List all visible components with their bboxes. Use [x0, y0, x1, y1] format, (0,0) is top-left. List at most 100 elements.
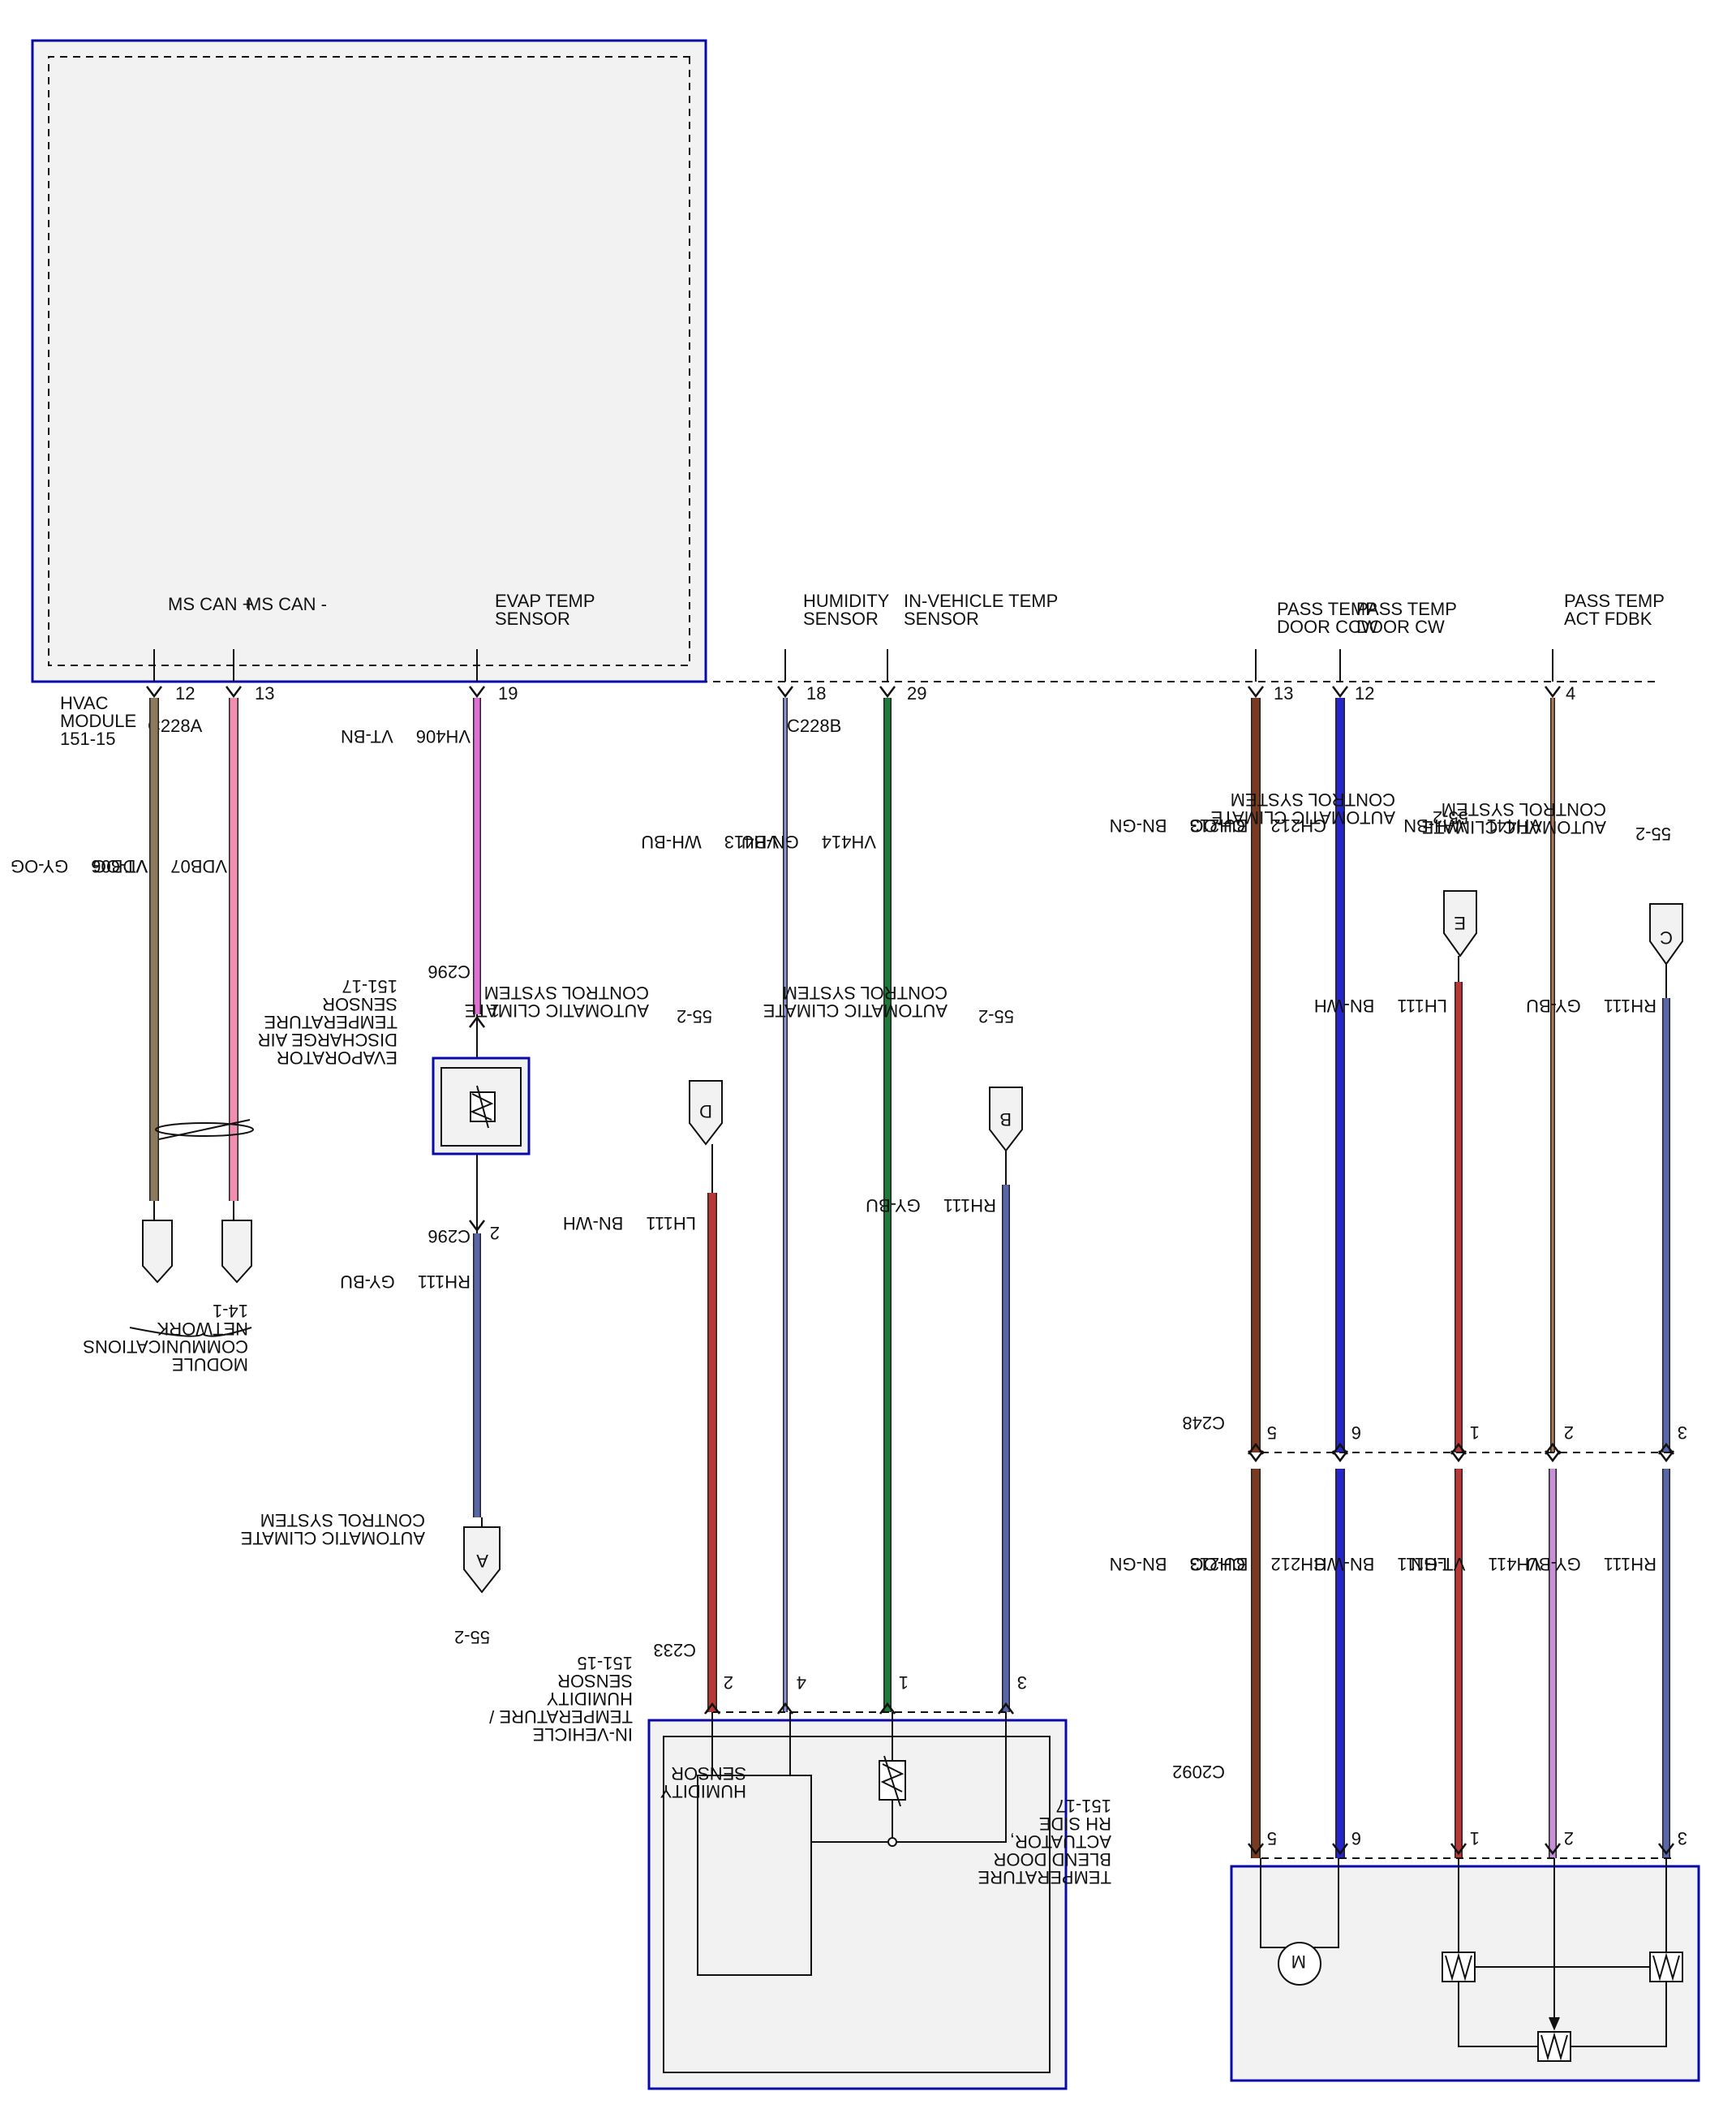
- ref-connector-a-shape[interactable]: [463, 1526, 501, 1594]
- ref-connector-d[interactable]: D 55-2 AUTOMATIC CLIMATE CONTROL SYSTEM: [460, 983, 723, 1146]
- pin-label-pass-temp-door-cw: PASS TEMP DOOR CW: [1356, 599, 1462, 637]
- connector-arrow: [1450, 1442, 1467, 1455]
- connector-arrow: [469, 1220, 485, 1233]
- connector-arrow: [1248, 686, 1264, 699]
- actuator-title: TEMPERATURE BLEND DOOR ACTUATOR, RH SIDE…: [973, 1796, 1111, 1887]
- pin-label-pass-temp-act-fdbk: PASS TEMP ACT FDBK: [1564, 591, 1669, 629]
- wire-layer: [149, 649, 1670, 1858]
- ref-connector-e-letter: E: [1454, 913, 1466, 933]
- pin-label-in-vehicle-temp-sensor: IN-VEHICLE TEMP SENSOR: [904, 591, 1063, 629]
- ref-connector-a-letter: A: [476, 1551, 488, 1571]
- pin-number: 3: [1017, 1672, 1027, 1693]
- wire-label-vh413: VH413WH-BU: [641, 832, 779, 852]
- ref-connector-b-shape[interactable]: [989, 1087, 1023, 1152]
- in-vehicle-junction: [887, 1837, 897, 1847]
- pin-number: 4: [1566, 683, 1575, 704]
- wire-label-c296-lower: C296: [428, 1226, 471, 1246]
- ref-connector-e-page: 55-2: [1433, 807, 1468, 828]
- connector-arrow: [1545, 686, 1561, 699]
- ref-connector-b-letter: B: [999, 1109, 1012, 1130]
- connector-arrow: [1658, 1442, 1674, 1455]
- connector-arrow: [879, 1702, 896, 1715]
- pin-number: 1: [1470, 1422, 1480, 1443]
- motor-icon: M: [1278, 1942, 1321, 1986]
- pin-label-pass-temp-door-ccw: PASS TEMP DOOR CCW: [1277, 599, 1382, 637]
- wire-label-ch213-low: CH213BN-GN: [1110, 1554, 1245, 1574]
- ref-connector-a[interactable]: A 55-2 AUTOMATIC CLIMATE CONTROL SYSTEM: [236, 1510, 501, 1647]
- in-vehicle-sensor: HUMIDITY SENSOR IN-VEHICLE TEMPERATURE /…: [484, 1653, 1068, 2090]
- pin-number: 5: [1267, 1828, 1277, 1848]
- pin-number: 5: [1267, 1422, 1277, 1443]
- ref-connector-e-shape[interactable]: [1443, 890, 1477, 958]
- connector-arrow: [777, 1702, 793, 1715]
- pin-number: 1: [899, 1672, 909, 1693]
- wire-label-lh111-low: LH111BN-WH: [1314, 1554, 1447, 1574]
- wire-label-vh441: VH441WH-BN: [1403, 816, 1541, 836]
- connector-arrow: [1248, 1450, 1264, 1463]
- blend-door-actuator: M TEMPERATURE BLEND DOOR ACTUATOR, RH SI…: [973, 1796, 1700, 2082]
- ref-connector-c-letter: C: [1660, 927, 1673, 948]
- connector-arrow: [777, 686, 793, 699]
- pin-number: 29: [907, 683, 926, 704]
- ref-connector-c-desc: AUTOMATIC CLIMATE CONTROL SYSTEM: [1417, 799, 1606, 837]
- connector-arrow: [1545, 1442, 1561, 1455]
- wire-label-c296-upper: C296: [428, 962, 471, 982]
- evap-pin1-number: 1: [490, 1001, 500, 1021]
- wire-labels: VH441WH-BN CH212BU-OG CH213BN-GN VH414GN…: [11, 726, 1657, 1574]
- connector-arrow: [1450, 1843, 1467, 1856]
- ref-connector-d-shape[interactable]: [689, 1080, 723, 1146]
- wire-label-rh111-c: RH111GY-BU: [1526, 996, 1657, 1016]
- pin-number: 18: [806, 683, 826, 704]
- ref-connector-a-desc: AUTOMATIC CLIMATE CONTROL SYSTEM: [236, 1510, 425, 1548]
- hvac-module-inner-dash: [48, 56, 690, 666]
- pin-number: 13: [1274, 683, 1293, 704]
- connector-arrow: [469, 1015, 485, 1028]
- pin-number: 6: [1351, 1828, 1361, 1848]
- wire-label-vh406: VH406VT-BN: [341, 726, 471, 747]
- ref-connector-c[interactable]: C 55-2 AUTOMATIC CLIMATE CONTROL SYSTEM: [1417, 799, 1683, 966]
- ref-connector-b-desc: AUTOMATIC CLIMATE CONTROL SYSTEM: [758, 983, 947, 1021]
- twisted-pair-icon: [155, 1119, 254, 1140]
- pin-number: 19: [498, 683, 518, 704]
- potentiometer-icon: [1458, 1947, 1667, 2062]
- pin-label-ms-can-plus: MS CAN +: [168, 594, 253, 614]
- connector-arrow: [1658, 1450, 1674, 1463]
- ref-connector-b-page: 55-2: [978, 1006, 1014, 1026]
- pin-number: 3: [1678, 1422, 1687, 1443]
- arrow-layer: [146, 686, 1674, 1856]
- pin-number: 2: [1564, 1422, 1574, 1443]
- wire-label-rh111-low: RH111GY-BU: [1526, 1554, 1657, 1574]
- connector-arrow: [469, 686, 485, 699]
- wire-label-ch213: CH213BN-GN: [1110, 816, 1245, 836]
- ref-connector-b[interactable]: B 55-2 AUTOMATIC CLIMATE CONTROL SYSTEM: [758, 983, 1023, 1152]
- mcn-label: MODULE COMMUNICATIONS NETWORK 14-1: [78, 1301, 248, 1375]
- ref-connector-c-shape[interactable]: [1649, 903, 1683, 966]
- connector-arrow: [1332, 1843, 1348, 1856]
- connector-c228b-label: C228B: [787, 716, 841, 736]
- in-vehicle-sensor-title: IN-VEHICLE TEMPERATURE / HUMIDITY SENSOR…: [484, 1653, 633, 1745]
- ref-connector-d-page: 55-2: [677, 1006, 712, 1026]
- c248-label: C248: [1182, 1413, 1225, 1433]
- wire-label-vdb07: VDB07VT-OG: [92, 856, 227, 876]
- pin-number: 1: [1470, 1828, 1480, 1848]
- hvac-module: HVAC MODULE 151-15 C228A C228B PASS TEMP…: [31, 39, 1669, 749]
- evap-sensor: EVAPORATOR DISCHARGE AIR TEMPERATURE SEN…: [253, 976, 531, 1243]
- mcn-terminal-2: [142, 1220, 173, 1284]
- evap-sensor-title: EVAPORATOR DISCHARGE AIR TEMPERATURE SEN…: [253, 976, 398, 1068]
- pin-number: 4: [797, 1672, 806, 1693]
- ref-connector-e[interactable]: E 55-2 AUTOMATIC CLIMATE CONTROL SYSTEM: [1206, 790, 1477, 958]
- c233-label: C233: [653, 1640, 696, 1660]
- pin-label-humidity-sensor: HUMIDITY SENSOR: [803, 591, 894, 629]
- pin-number: 12: [175, 683, 195, 704]
- wire-label-lh111-e: LH111BN-WH: [1314, 996, 1447, 1016]
- motor-symbol: M: [1291, 1952, 1306, 1972]
- pin-number: 3: [1678, 1828, 1687, 1848]
- connector-arrow: [1450, 1450, 1467, 1463]
- ref-connector-a-page: 55-2: [454, 1627, 490, 1647]
- mcn-brace: [129, 1327, 252, 1337]
- ref-connector-c-page: 55-2: [1635, 824, 1671, 844]
- ref-connector-d-desc: AUTOMATIC CLIMATE CONTROL SYSTEM: [460, 983, 649, 1021]
- wire-label-vh411-low: VH411VT-GN: [1411, 1554, 1541, 1574]
- connector-arrow: [1248, 1442, 1264, 1455]
